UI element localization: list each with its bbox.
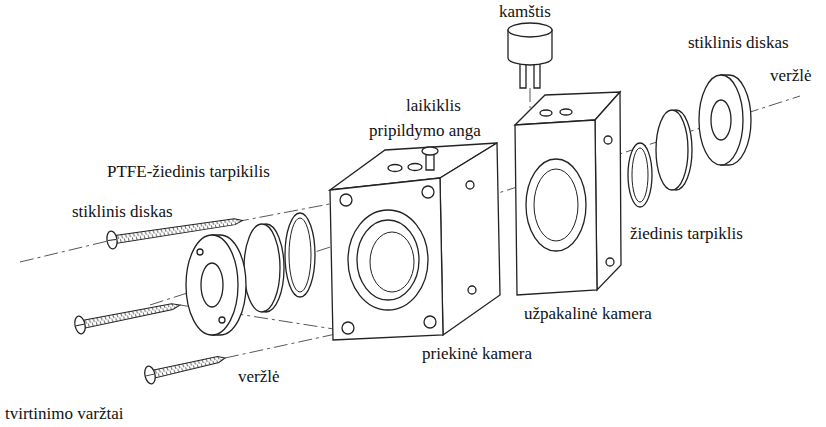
axis-lines: [530, 88, 531, 108]
right-parts: [711, 100, 731, 140]
left-parts: [186, 235, 238, 335]
rear-chamber: [604, 136, 612, 144]
part-label: priekinė kamera: [420, 344, 534, 364]
front-chamber: [340, 194, 352, 206]
part-label: stiklinis diskas: [70, 202, 175, 222]
left-parts: [289, 218, 311, 292]
part-label: užpakalinė kamera: [522, 304, 654, 324]
front-chamber: [440, 143, 500, 335]
rear-chamber: [595, 92, 621, 290]
part-label: veržlė: [236, 367, 282, 387]
right-parts: [632, 148, 648, 202]
stopper: [508, 23, 552, 37]
fixing-screw: [143, 349, 227, 385]
front-chamber: [424, 316, 436, 328]
front-chamber: [370, 232, 414, 292]
fixing-screw: [76, 324, 84, 326]
rear-chamber: [515, 92, 621, 295]
front-chamber: [468, 286, 476, 294]
rear-chamber: [526, 159, 586, 251]
left-parts: [285, 213, 315, 297]
right-parts: [699, 75, 743, 165]
right-parts: [628, 143, 652, 207]
part-label: laikiklis: [404, 96, 463, 116]
front-chamber: [388, 165, 402, 172]
part-label: stiklinis diskas: [686, 33, 791, 53]
fixing-screw: [106, 230, 119, 249]
front-chamber: [330, 143, 500, 340]
front-chamber: [348, 210, 428, 310]
fixing-screw: [143, 365, 157, 385]
front-chamber: [357, 220, 419, 300]
left-parts: [197, 249, 203, 255]
part-label: PTFE-žiedinis tarpikilis: [105, 162, 272, 182]
part-label: pripildymo anga: [367, 121, 483, 141]
left-parts: [244, 224, 280, 312]
front-chamber: [466, 181, 474, 189]
right-parts: [628, 75, 751, 207]
front-chamber: [408, 164, 422, 171]
axis-lines: [20, 240, 112, 262]
fixing-screw: [149, 354, 226, 379]
part-label: veržlė: [768, 66, 814, 86]
holder-pin: [422, 147, 438, 170]
holder-pin: [422, 147, 438, 155]
fixing-screw: [73, 296, 181, 335]
fixing-screw: [146, 374, 154, 376]
left-parts: [219, 317, 225, 323]
front-chamber: [422, 186, 434, 198]
rear-chamber: [540, 110, 552, 116]
axis-lines: [20, 88, 800, 358]
part-label: tvirtinimo varžtai: [3, 404, 126, 424]
left-parts: [201, 263, 223, 307]
rear-chamber: [606, 258, 614, 266]
rear-chamber: [534, 169, 578, 241]
right-parts: [656, 110, 688, 190]
front-chamber: [330, 178, 443, 340]
stopper: [508, 23, 552, 88]
axis-lines: [235, 202, 340, 222]
left-parts: [186, 213, 315, 335]
part-label: kamštis: [497, 2, 553, 22]
fixing-screw: [73, 315, 86, 335]
axis-lines: [225, 332, 345, 358]
rear-chamber: [515, 120, 597, 295]
front-chamber: [342, 322, 354, 334]
fixing-screw: [108, 239, 116, 240]
rear-chamber: [560, 109, 572, 115]
fixing-screw: [79, 301, 181, 329]
part-label: žiedinis tarpiklis: [628, 224, 745, 244]
